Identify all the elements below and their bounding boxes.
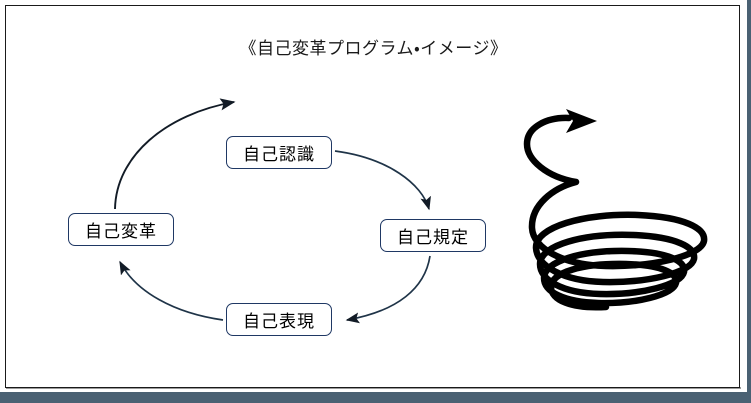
cycle-node-henkaku[interactable]: 自己変革 xyxy=(68,213,174,246)
cycle-node-hyogen[interactable]: 自己表現 xyxy=(226,303,332,336)
page-title: 《自己変革プログラム・イメージ》 xyxy=(239,39,508,59)
arrow-kitei-to-hyogen xyxy=(345,255,431,324)
arrow-hyogen-to-henkaku xyxy=(119,260,224,321)
cycle-node-label: 自己認識 xyxy=(243,145,315,165)
cycle-node-label: 自己表現 xyxy=(243,312,315,332)
upward-spiral-icon xyxy=(523,109,708,311)
cycle-arrows xyxy=(114,98,431,324)
cycle-node-ninshiki[interactable]: 自己認識 xyxy=(226,136,332,169)
arrow-henkaku-to-ninshiki xyxy=(114,98,236,210)
bottom-accent-bar xyxy=(0,392,751,403)
cycle-node-label: 自己規定 xyxy=(397,228,469,248)
spiral-arrowhead-icon xyxy=(566,109,597,133)
slide-frame: 《自己変革プログラム・イメージ》 xyxy=(5,5,740,388)
cycle-node-label: 自己変革 xyxy=(85,222,157,242)
arrow-ninshiki-to-kitei xyxy=(334,150,431,211)
right-accent-strip xyxy=(747,0,751,403)
cycle-node-kitei[interactable]: 自己規定 xyxy=(380,219,486,252)
